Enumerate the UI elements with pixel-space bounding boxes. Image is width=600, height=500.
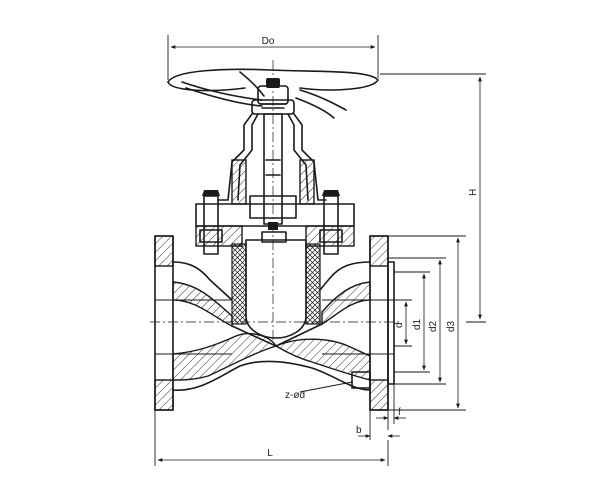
label-d2: d2	[428, 320, 439, 332]
label-d1: d1	[412, 318, 423, 330]
flange-face-dimensions: f b	[356, 384, 406, 440]
bolt-hole-callout: z-ød	[285, 371, 371, 401]
length-dimension: L	[154, 410, 389, 466]
valve-disc	[231, 231, 321, 339]
label-bolt-holes: z-ød	[285, 390, 305, 401]
height-dimension: H	[380, 73, 486, 323]
diameter-dimensions: d d1 d2 d3	[388, 235, 466, 411]
valve-body	[150, 235, 400, 411]
label-do: Do	[262, 36, 275, 47]
label-d3: d3	[446, 320, 457, 332]
label-h: H	[468, 189, 479, 196]
bonnet-flange	[195, 190, 355, 255]
label-l: L	[267, 448, 273, 459]
label-b: b	[356, 425, 362, 436]
label-f: f	[398, 407, 401, 418]
label-d: d	[394, 322, 405, 328]
